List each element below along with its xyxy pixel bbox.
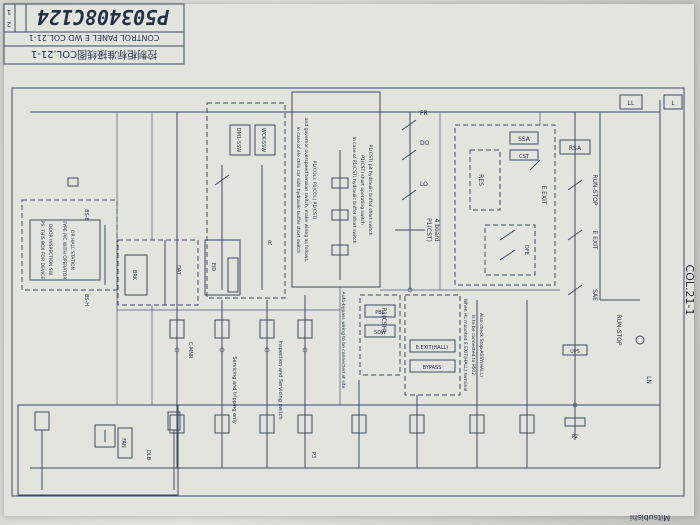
title-en: CONTROL PANEL E WD COL.21-1	[29, 33, 160, 42]
hall-note-3: Also check Stop-ASSY(HALL)	[478, 313, 484, 377]
bs-box: PS: THIS BOX FOR DEVICE DOOR INSPECTION …	[21, 177, 118, 306]
bs-b-label: BS-B	[83, 209, 89, 221]
hall-exit-region: E.EXIT(HALL) BYPASS When HL mounted E.EX…	[404, 294, 484, 396]
bs-h-label: BS-H	[83, 294, 89, 306]
e-exit-label: E EXIT	[591, 230, 598, 249]
center-note-box: In case of ele ctrix car side hydraulic …	[291, 91, 381, 288]
ups-contact	[562, 344, 588, 356]
p1-cst-label: P1(CST)	[425, 218, 432, 242]
eid-label: EID	[210, 263, 216, 272]
c-mnr-label: C-MNR	[187, 342, 193, 359]
res-note-2: and governor overspeed tension switch, m…	[303, 118, 309, 262]
wck-ssw-label: WCK-SSW	[260, 128, 266, 152]
terminal-top-right: LL L	[619, 94, 683, 110]
dfe-label: DFE	[523, 245, 529, 255]
l-label: L	[671, 100, 675, 107]
pbs-box: PBS SDW Auto-bypass wiring to be connect…	[340, 292, 401, 389]
res-note-6: P1(CST) pit hydraulic buffer short switc…	[367, 144, 373, 235]
sdw-label: SDW	[374, 330, 386, 336]
inspection-note: Inspection and Servicing switch	[277, 340, 283, 419]
run-stop-label-2: RUN-STOP	[615, 314, 622, 345]
title-cn: 控制柜标准接线图COL.21-1	[31, 48, 157, 61]
brk-box: BRK DAT	[117, 239, 199, 306]
wiring-details	[116, 112, 578, 408]
p1-csh-label: P1(CSH)	[380, 308, 387, 333]
ssa-label: SSA	[518, 136, 531, 143]
sae-label: SAE	[591, 289, 598, 301]
dat-label: DAT	[175, 265, 181, 276]
box-note-3: TYPE P/C WITH OPERATOR	[61, 220, 67, 280]
res-note-1: In case of ele ctrix car side hydraulic …	[295, 127, 301, 254]
ln-label: LN	[645, 376, 652, 384]
res-label: RES	[477, 174, 484, 186]
right-bottom-terminals: P3	[310, 300, 535, 468]
res-note-3: P1(COL): P1(COL) P1(CST)	[311, 161, 317, 220]
box-note-4: OR HALL STATION	[69, 230, 75, 270]
bypass-label: BYPASS	[423, 365, 442, 371]
rsa-switch	[559, 139, 591, 155]
hall-note-1: When HL mounted E.EXIT(HALL) terminal	[462, 299, 468, 392]
rsa-label: RSA	[569, 145, 582, 152]
page-label: COL.21-1	[683, 265, 696, 316]
res-note-4: In case of P1(CST) hydraulic buffer shor…	[351, 137, 357, 244]
wiring-sheet	[4, 4, 694, 516]
hall-note-2: is to be connected to P502	[470, 315, 476, 375]
lo-label: LO	[420, 181, 428, 188]
dm1-ssw-label: DM1-SSW	[235, 128, 241, 152]
p2-terminal	[564, 417, 586, 427]
ll-label: LL	[628, 100, 635, 107]
fan-label: FAN	[120, 438, 126, 448]
title-block: P503408C124 2 1 CONTROL PANEL E WD COL.2…	[3, 3, 185, 65]
sheet-a: 2	[7, 20, 11, 28]
corner-text: Mitsubishi	[630, 513, 670, 522]
bottom-connectors: Servicing and tripping only Inspection a…	[169, 112, 313, 468]
cst-label: CST	[519, 154, 530, 160]
do-label: DO	[420, 140, 430, 147]
res-note-5: P1(CST) short operating switch	[359, 155, 365, 225]
box-note-1: PS: THIS BOX FOR DEVICE	[39, 221, 45, 280]
bottom-left-panel: FAN DLB	[17, 404, 181, 496]
p3-label: P3	[310, 452, 316, 458]
p1-col-switches: FR DO LO P1(CST) 4 board P1(CSH)	[380, 110, 440, 332]
drawing-number: P503408C124	[37, 5, 169, 29]
pbs-label: PBS	[375, 310, 385, 316]
e-exit-hall-label: E.EXIT(HALL)	[416, 345, 449, 351]
p2-label: P2	[572, 434, 578, 440]
right-switch-column: RSA RUN-STOP E EXIT SAE UPS RUN-STOP P2 …	[559, 112, 652, 440]
drawing-frame	[11, 87, 685, 497]
e-exit-box: SSA CST RES E.EXIT DFE	[454, 124, 556, 286]
sheet-b: 1	[7, 8, 11, 16]
dm1-ssw-box: DM1-SSW WCK-SSW EID R	[204, 102, 286, 299]
servicing-note: Servicing and tripping only	[231, 356, 237, 423]
bypass-note: Auto-bypass wiring to be connected at si…	[340, 292, 346, 389]
box-note-2: DOOR INSPECTION SW.	[47, 224, 53, 276]
fr-label: FR	[420, 110, 428, 117]
ups-label: UPS	[570, 349, 580, 355]
e-exit-switch-label: E.EXIT	[540, 185, 547, 204]
run-stop-label: RUN-STOP	[591, 174, 598, 205]
dlb-label: DLB	[145, 450, 151, 461]
board-count-label: 4 board	[433, 218, 440, 241]
brk-label: BRK	[131, 270, 137, 281]
r-label: R	[268, 240, 272, 247]
